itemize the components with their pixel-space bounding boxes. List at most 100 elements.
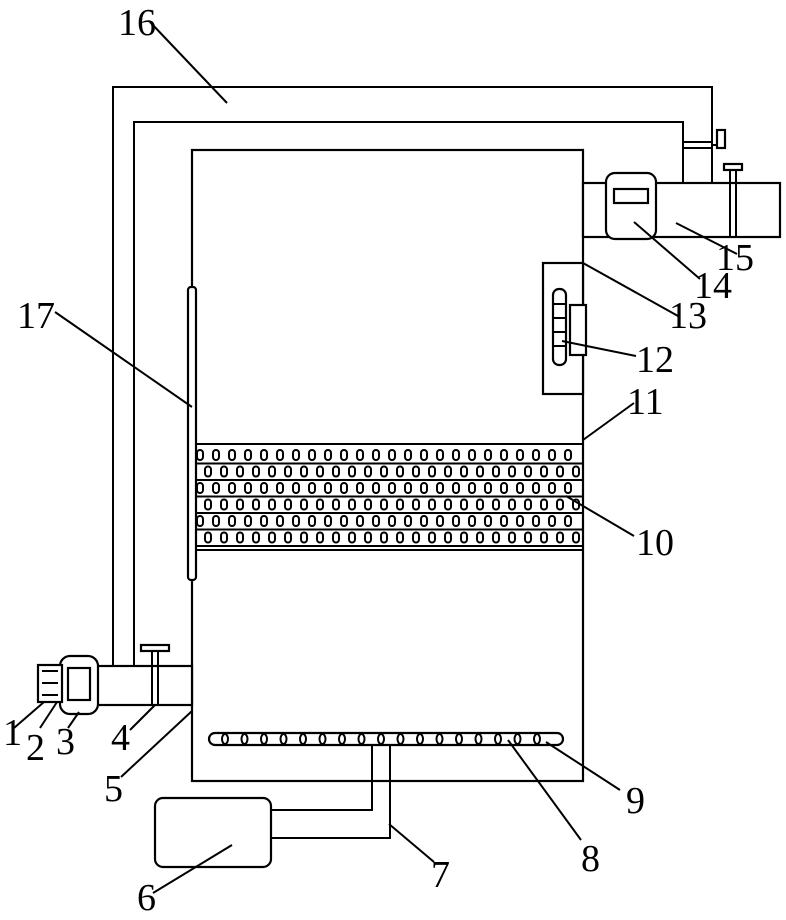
packing-cell [220,531,228,544]
packing-cell [548,449,556,461]
packing-cell [292,515,300,527]
packing-layer [192,443,583,551]
packing-cell [492,498,500,511]
packing-cell [348,531,356,544]
packing-cell [356,449,364,461]
packing-cell [332,498,340,511]
packing-cell [324,482,332,494]
aeration-pipe [207,731,565,747]
packing-cell [396,465,404,478]
packing-cell [420,482,428,494]
sight-glass [186,285,198,582]
packing-cell [380,498,388,511]
packing-cell [324,449,332,461]
packing-cell [404,482,412,494]
label-9: 9 [626,780,645,822]
inlet-connector [36,663,64,704]
packing-cell [484,449,492,461]
packing-cell [524,465,532,478]
packing-cell [316,498,324,511]
packing-cell [404,449,412,461]
label-10: 10 [636,522,674,564]
packing-cell [252,531,260,544]
packing-cell [284,498,292,511]
packing-cell [316,465,324,478]
label-8: 8 [581,838,600,880]
aeration-hole [279,733,288,745]
packing-cell [564,515,572,527]
packing-cell [396,531,404,544]
packing-cell [412,498,420,511]
packing-cell [532,449,540,461]
inlet-pipe [91,664,194,707]
label-4: 4 [111,717,130,759]
packing-cell [228,515,236,527]
packing-cell [460,498,468,511]
packing-cell [348,465,356,478]
aeration-hole [474,733,483,745]
packing-cell [564,482,572,494]
packing-cell [364,531,372,544]
packing-cell [284,465,292,478]
label-2: 2 [26,727,45,769]
packing-cell [500,515,508,527]
packing-cell [268,531,276,544]
packing-cell [428,498,436,511]
packing-cell [276,449,284,461]
packing-cell [388,482,396,494]
packing-cell [300,498,308,511]
aeration-hole [318,733,327,745]
label-16: 16 [118,2,156,44]
packing-cell [268,465,276,478]
packing-cell [500,482,508,494]
packing-cell [516,482,524,494]
packing-cell [372,515,380,527]
fan [551,287,568,367]
packing-cell [220,498,228,511]
packing-cell [308,515,316,527]
packing-cell [204,531,212,544]
inlet-valve [139,643,171,705]
aeration-hole [299,733,307,745]
label-11: 11 [627,381,664,423]
packing-cell [372,449,380,461]
packing-cell [284,531,292,544]
packing-cell [412,531,420,544]
air-pipe [272,745,391,839]
leader-11 [582,402,635,441]
packing-cell [252,498,260,511]
packing-cell [236,465,244,478]
packing-cell [524,531,532,544]
packing-cell [260,482,268,494]
leader-1 [13,701,45,729]
packing-cell [460,531,468,544]
aeration-hole [416,733,424,745]
packing-cell [508,465,516,478]
aeration-hole [240,733,249,745]
packing-cell [244,515,252,527]
label-13: 13 [669,295,707,337]
packing-cell [444,465,452,478]
packing-cell [300,531,308,544]
packing-cell [340,515,348,527]
packing-cell [556,498,564,511]
packing-cell [508,498,516,511]
leader-10 [565,495,635,537]
leader-16 [149,21,228,104]
outlet-valve [722,162,744,237]
packing-cell [340,482,348,494]
packing-cell [380,465,388,478]
label-7: 7 [431,854,450,896]
packing-cell [212,515,220,527]
packing-cell [260,515,268,527]
packing-cell [340,449,348,461]
packing-cell [396,498,404,511]
packing-cell [548,482,556,494]
label-14: 14 [694,265,732,307]
packing-cell [292,482,300,494]
packing-cell [260,449,268,461]
outlet-meter [604,171,658,241]
aeration-hole [221,733,229,745]
packing-cell [436,515,444,527]
